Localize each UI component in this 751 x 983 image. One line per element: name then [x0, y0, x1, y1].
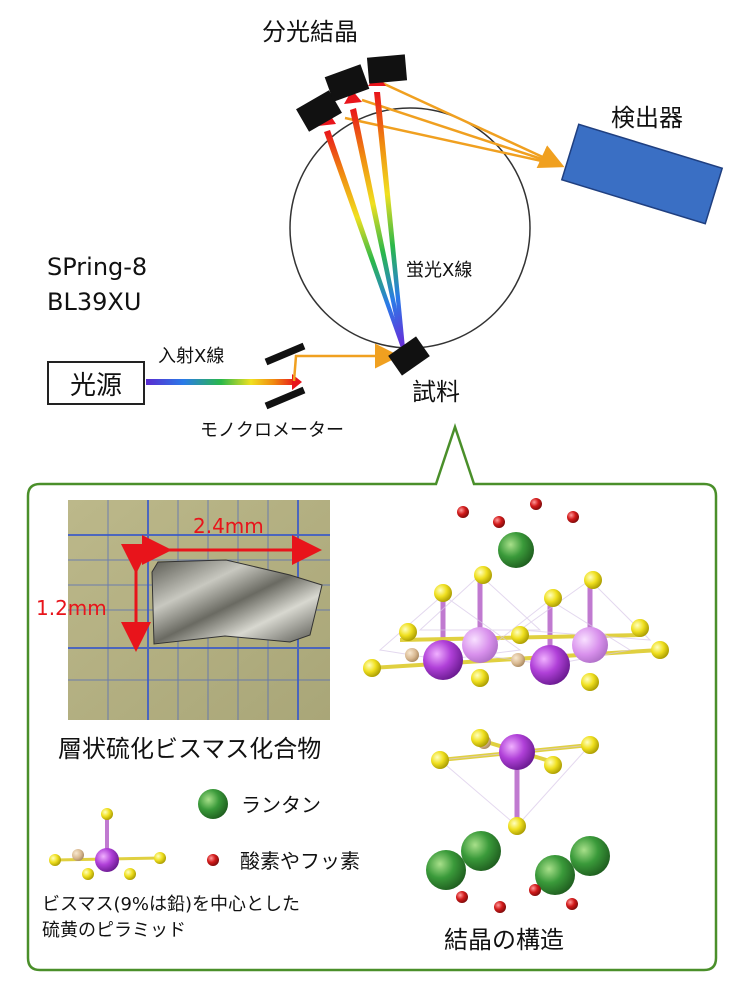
- legend-lanthanum-icon: [198, 789, 228, 819]
- width-dimension: 2.4mm: [193, 514, 264, 538]
- source-box: 光源: [47, 361, 145, 405]
- mono-beam: [292, 343, 400, 382]
- sample: [388, 336, 430, 376]
- detector: [560, 123, 724, 225]
- legend-oxygen-icon: [207, 854, 219, 866]
- sample-photo: [68, 500, 330, 720]
- facility-line1: SPring-8: [47, 253, 148, 281]
- crystal-title: 分光結晶: [262, 18, 358, 46]
- detector-label: 検出器: [611, 104, 683, 132]
- legend-pyramid-icon: [49, 808, 166, 880]
- legend-oxygen-label: 酸素やフッ素: [240, 849, 360, 873]
- fluorescence-label: 蛍光X線: [406, 260, 473, 281]
- facility-line2: BL39XU: [47, 288, 142, 316]
- incident-label: 入射X線: [158, 346, 225, 367]
- fluorescence-beams: [318, 74, 405, 348]
- legend-pyramid-line2: 硫黄のピラミッド: [42, 920, 186, 941]
- sample-label: 試料: [412, 378, 460, 406]
- analyzer-crystals: [296, 54, 408, 132]
- photo-caption: 層状硫化ビスマス化合物: [58, 735, 322, 763]
- structure-caption: 結晶の構造: [444, 926, 564, 954]
- legend-lanthanum-label: ランタン: [241, 793, 321, 817]
- incident-beam: [146, 379, 296, 385]
- monochromator-crystals: [264, 342, 306, 410]
- legend-pyramid-line1: ビスマス(9%は鉛)を中心とした: [42, 894, 301, 915]
- monochromator-label: モノクロメーター: [200, 420, 344, 441]
- crystal-structure: [363, 498, 669, 913]
- height-dimension: 1.2mm: [36, 596, 107, 620]
- callout-frame: [26, 423, 718, 972]
